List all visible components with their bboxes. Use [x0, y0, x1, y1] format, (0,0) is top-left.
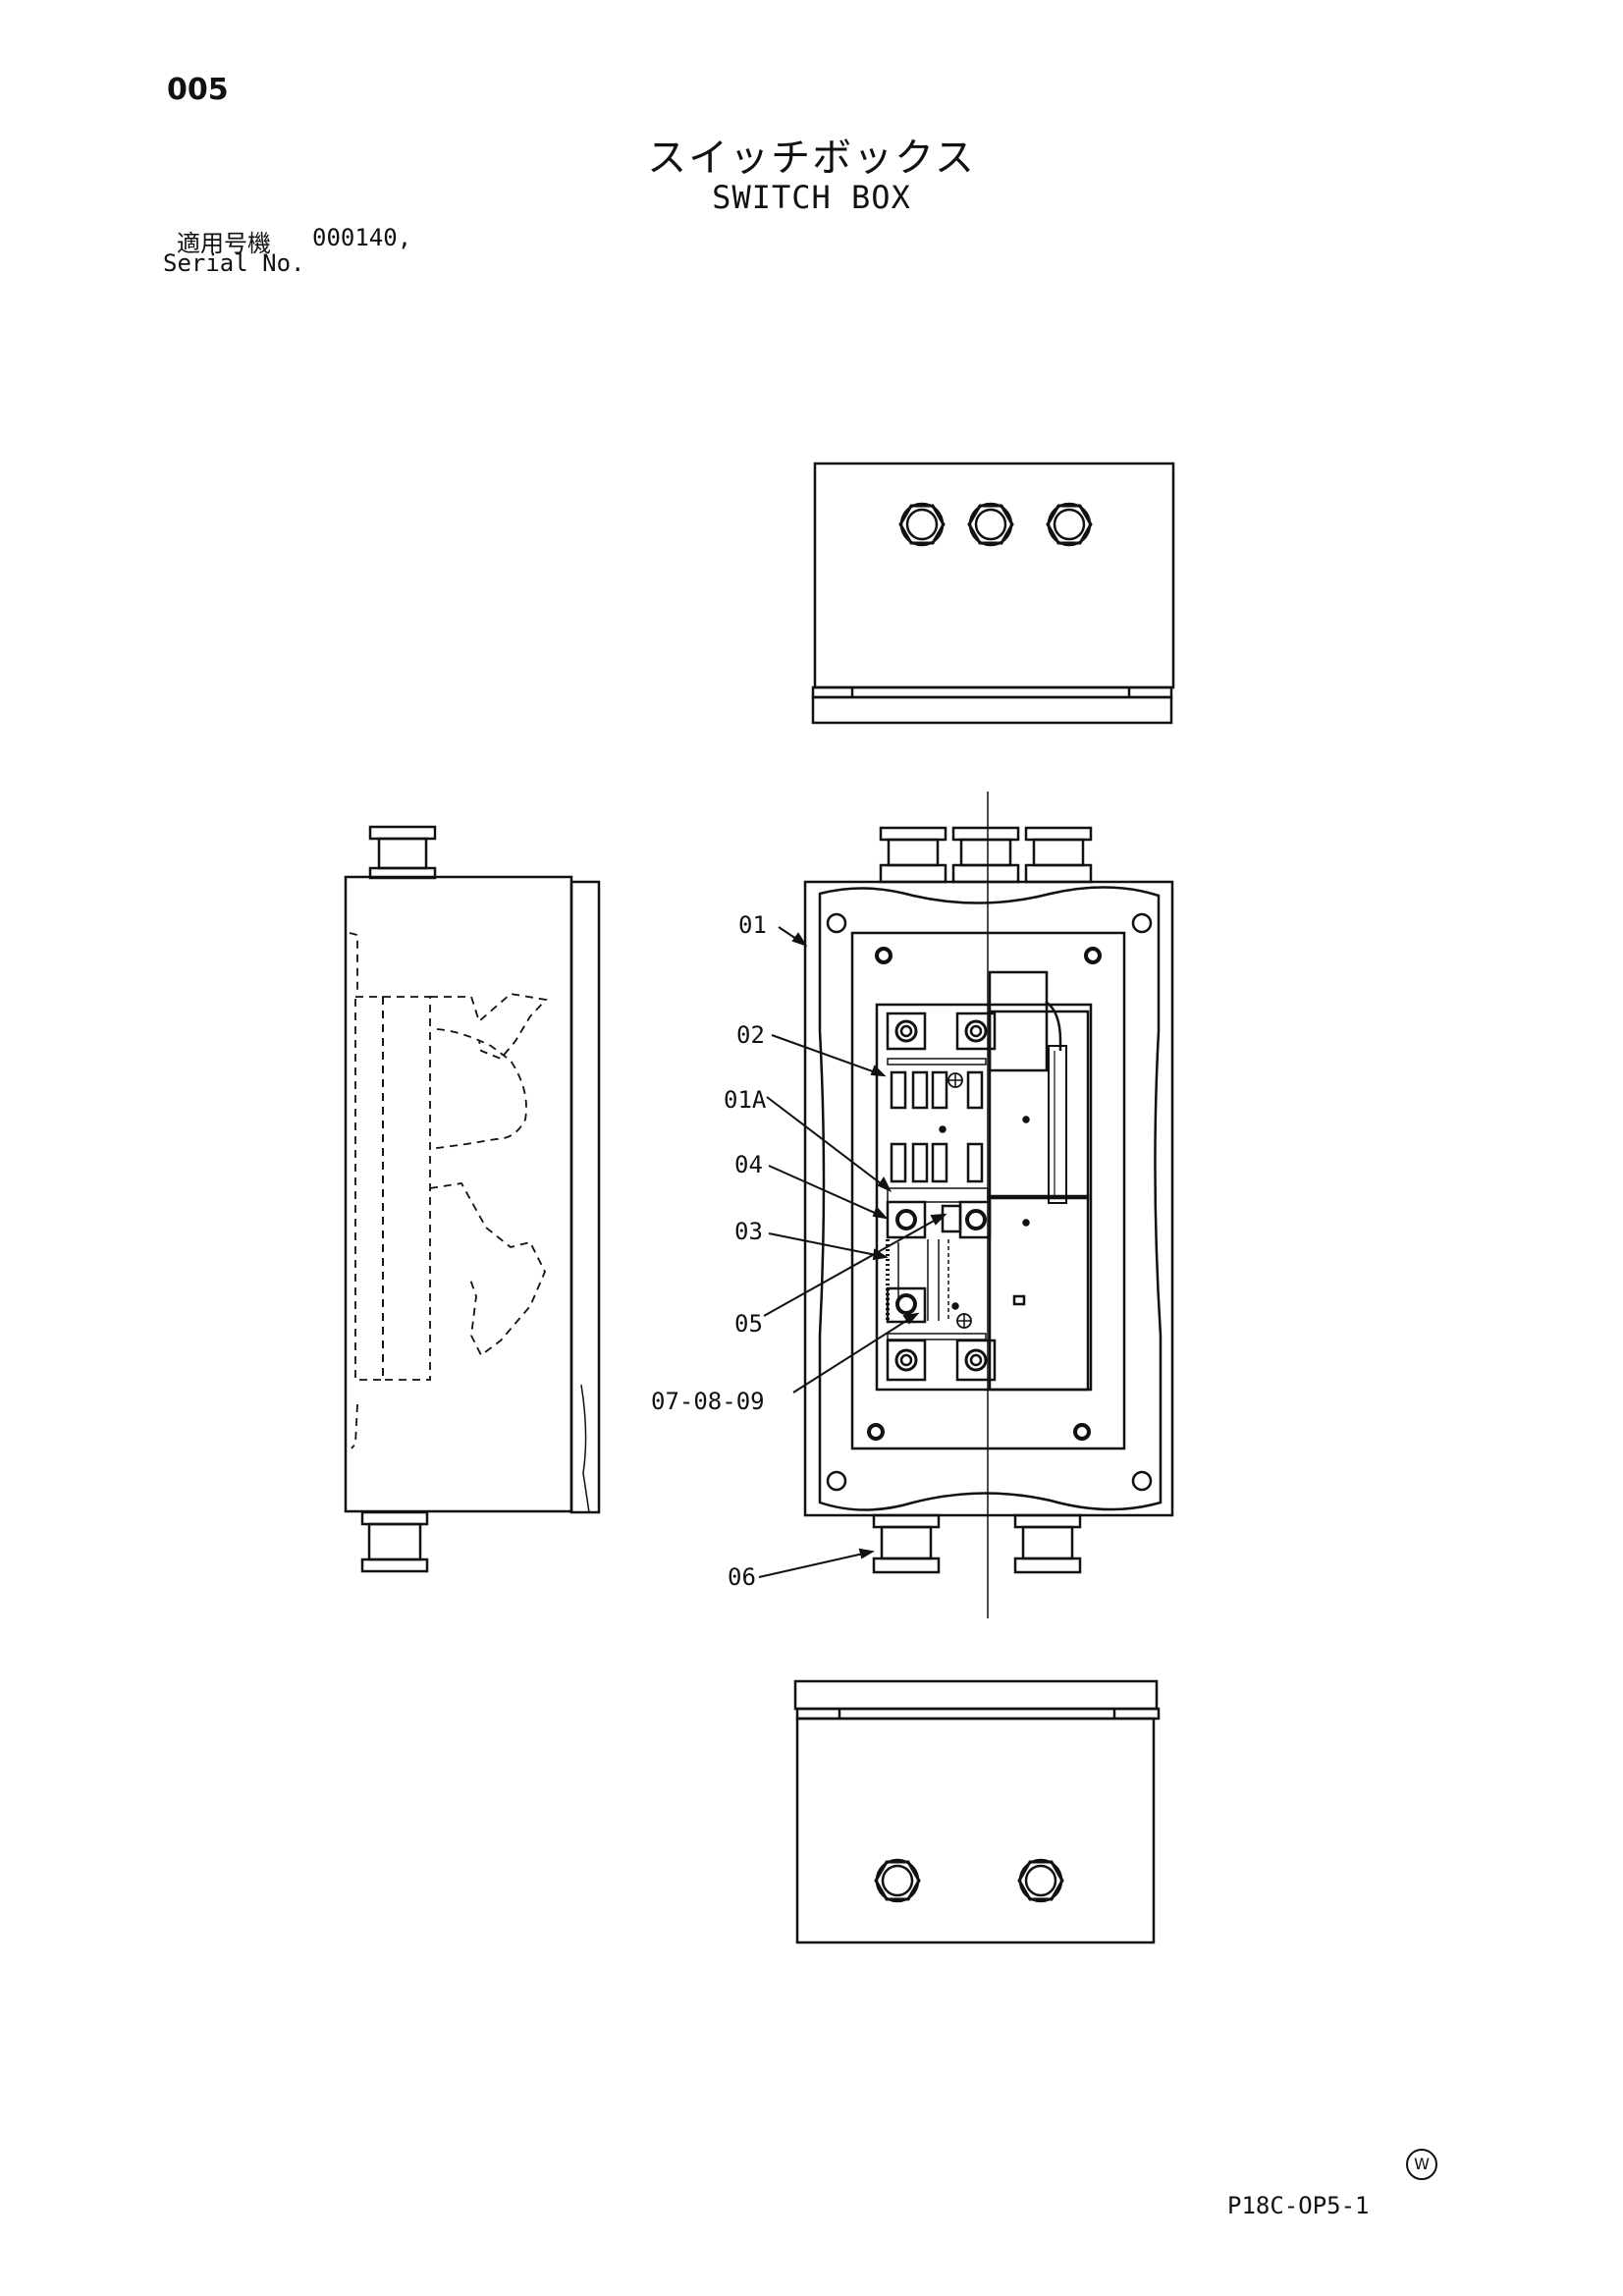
front-view: [803, 792, 1174, 1618]
callout-labels: 01 02 01A 04 03 05 07-08-09 06: [651, 911, 767, 1591]
title-english: SWITCH BOX: [712, 179, 911, 216]
gland-nut-top-1: [898, 502, 946, 547]
callout-06: 06: [728, 1563, 756, 1591]
callout-01a: 01A: [724, 1086, 767, 1114]
serial-label-japanese: 適用号機: [177, 230, 271, 257]
callout-05: 05: [734, 1310, 763, 1338]
drawing-code: P18C-OP5-1: [1227, 2192, 1370, 2219]
callout-02: 02: [736, 1021, 765, 1049]
hidden-lines: [349, 932, 548, 1449]
top-view: [811, 462, 1175, 725]
front-bottom-glands: [872, 1513, 1082, 1574]
top-glands: [898, 502, 1093, 547]
bottom-glands: [874, 1858, 1064, 1903]
gland-nut-top-2: [967, 502, 1014, 547]
callout-01: 01: [738, 911, 767, 939]
bottom-view: [793, 1679, 1161, 1944]
page-number: 005: [167, 73, 229, 107]
w-circle-mark: W: [1406, 2149, 1437, 2180]
title-japanese: スイッチボックス: [647, 136, 976, 181]
mounting-screws: [867, 947, 1102, 1441]
callout-03: 03: [734, 1218, 763, 1245]
gland-nut-top-3: [1046, 502, 1093, 547]
serial-number-value: 000140,: [312, 224, 412, 251]
serial-label-english: Serial No.: [163, 249, 305, 277]
gland-nut-bottom-2: [1017, 1858, 1064, 1903]
gland-nut-bottom-1: [874, 1858, 921, 1903]
callout-leaders: [758, 926, 947, 1578]
side-view: [344, 825, 601, 1573]
callout-04: 04: [734, 1151, 763, 1178]
callout-07-08-09: 07-08-09: [651, 1388, 765, 1415]
front-top-glands: [879, 826, 1093, 884]
